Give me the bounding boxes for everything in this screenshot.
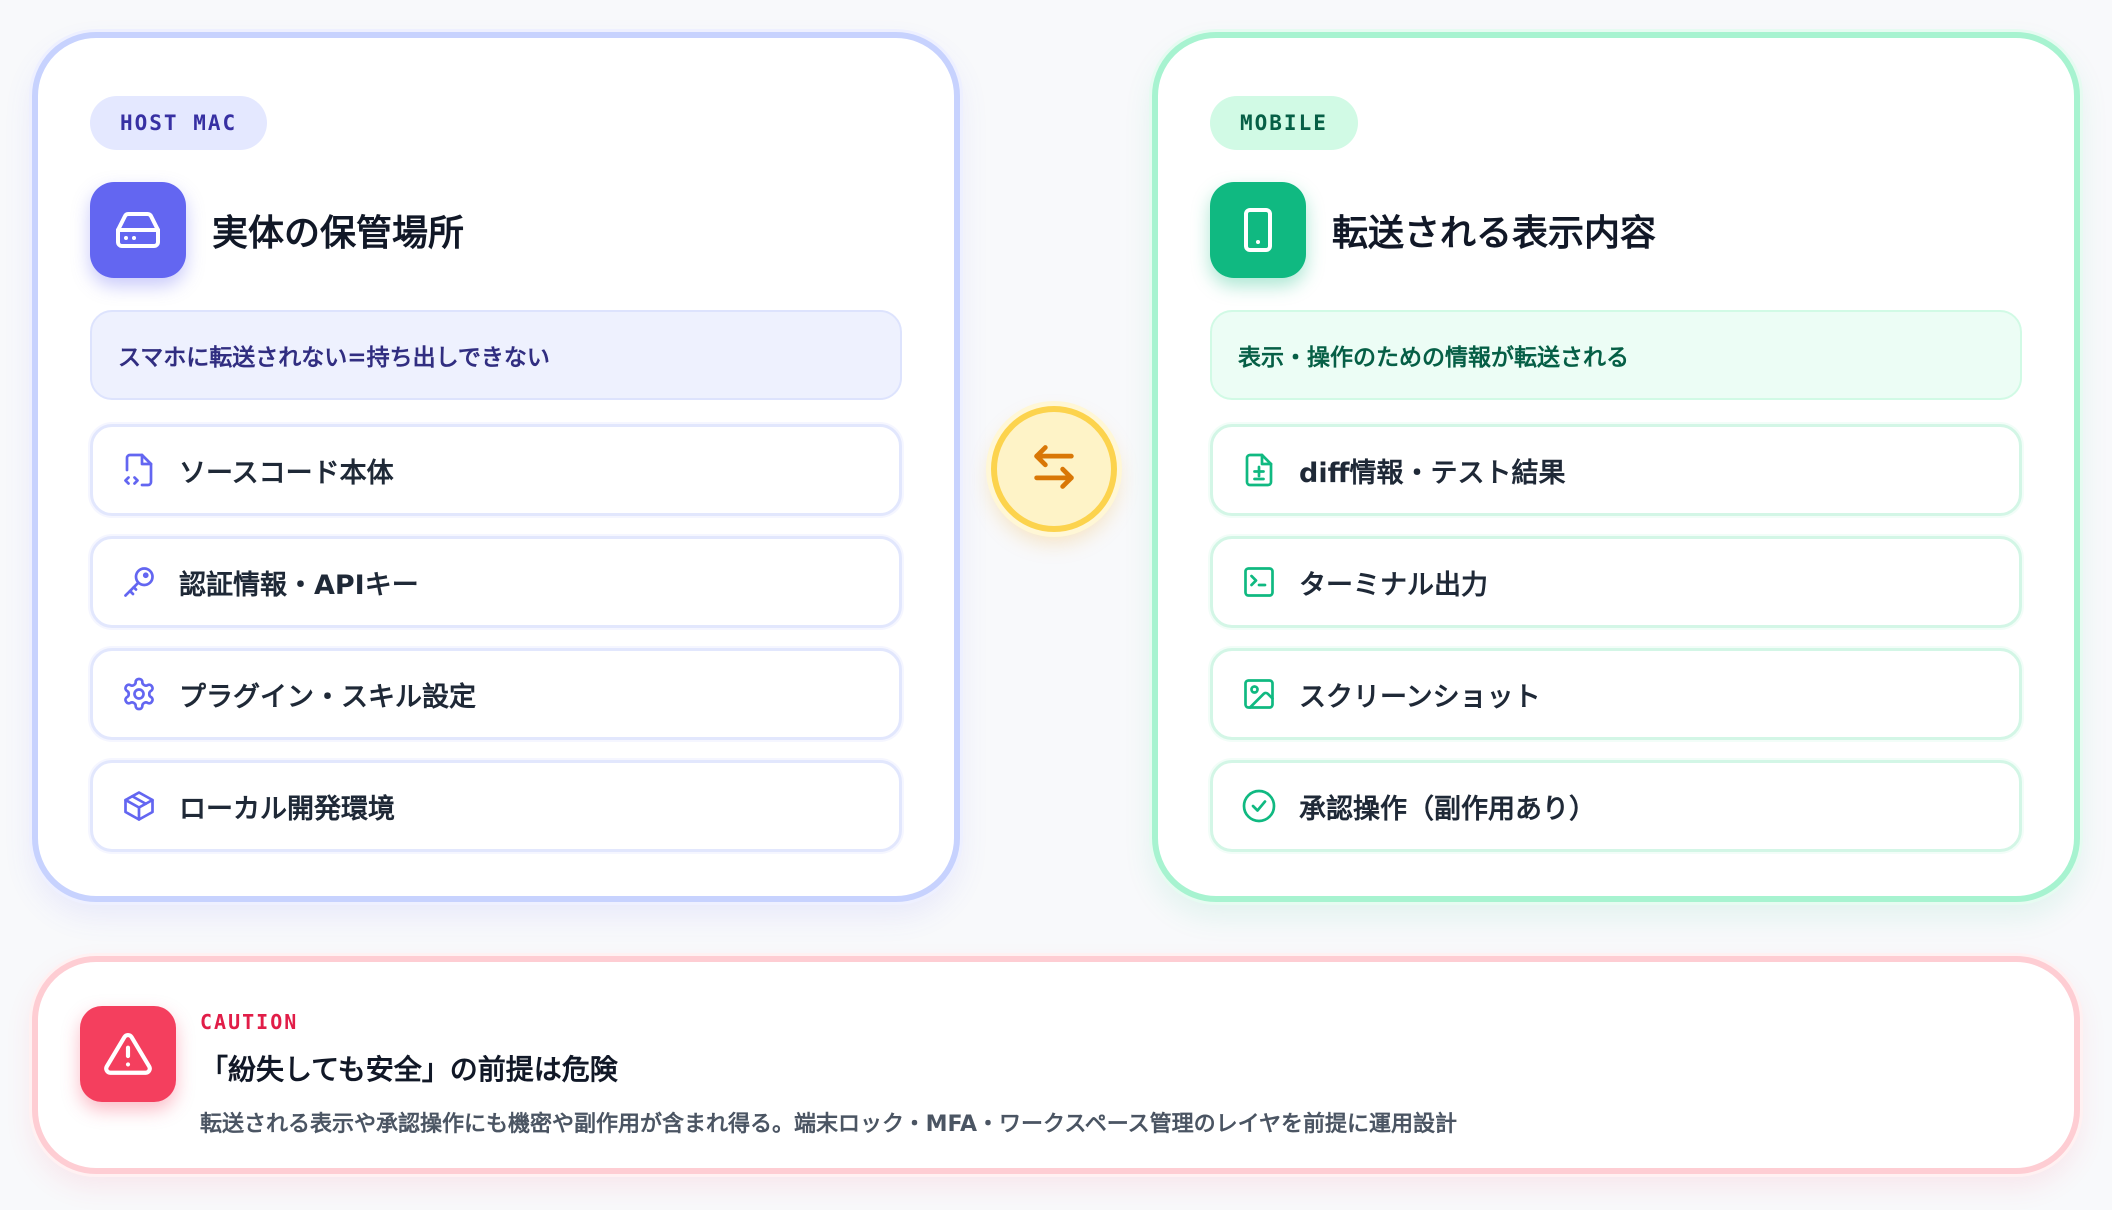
mobile-item-list: diff情報・テスト結果 ターミナル出力 [1210, 424, 2022, 852]
mobile-title: 転送される表示内容 [1332, 213, 1657, 254]
warning-triangle-icon [80, 1006, 176, 1102]
host-subtitle: スマホに転送されない=持ち出しできない [90, 310, 902, 400]
mobile-tag: MOBILE [1210, 96, 1358, 150]
host-tag: HOST MAC [90, 96, 268, 150]
host-card: HOST MAC 実体の保管場所 スマホに転送されない=持ち出しできない [32, 32, 960, 902]
mobile-item-label: ターミナル出力 [1299, 569, 1488, 601]
host-item-list: ソースコード本体 認証情報・APIキー [90, 424, 902, 852]
host-item-label: ローカル開発環境 [179, 793, 395, 825]
mobile-item-approval: 承認操作（副作用あり） [1210, 760, 2022, 852]
mobile-title-row: 転送される表示内容 [1210, 182, 2022, 278]
mobile-card: MOBILE 転送される表示内容 表示・操作のための情報が転送される [1152, 32, 2080, 902]
package-icon [119, 786, 159, 826]
arrows-swap-icon [1028, 441, 1080, 497]
host-item-plugins: プラグイン・スキル設定 [90, 648, 902, 740]
smartphone-icon [1210, 182, 1306, 278]
terminal-icon [1239, 562, 1279, 602]
host-title-row: 実体の保管場所 [90, 182, 902, 278]
mobile-item-diff: diff情報・テスト結果 [1210, 424, 2022, 516]
mobile-subtitle: 表示・操作のための情報が転送される [1210, 310, 2022, 400]
mobile-item-label: diff情報・テスト結果 [1299, 457, 1566, 489]
host-item-credentials: 認証情報・APIキー [90, 536, 902, 628]
host-item-source-code: ソースコード本体 [90, 424, 902, 516]
sync-swap-badge [991, 406, 1117, 532]
host-item-label: プラグイン・スキル設定 [179, 681, 476, 713]
mobile-item-label: 承認操作（副作用あり） [1299, 793, 1596, 825]
mobile-item-screenshot: スクリーンショット [1210, 648, 2022, 740]
gear-icon [119, 674, 159, 714]
caution-banner: CAUTION 「紛失しても安全」の前提は危険 転送される表示や承認操作にも機密… [32, 956, 2080, 1174]
host-item-label: 認証情報・APIキー [179, 569, 419, 601]
caution-tag: CAUTION [200, 1010, 299, 1034]
caution-body: CAUTION 「紛失しても安全」の前提は危険 転送される表示や承認操作にも機密… [200, 1006, 1457, 1168]
caution-title: 「紛失しても安全」の前提は危険 [200, 1053, 618, 1086]
host-item-local-env: ローカル開発環境 [90, 760, 902, 852]
hard-drive-icon [90, 182, 186, 278]
file-diff-icon [1239, 450, 1279, 490]
code-file-icon [119, 450, 159, 490]
host-item-label: ソースコード本体 [179, 457, 394, 489]
mobile-item-terminal: ターミナル出力 [1210, 536, 2022, 628]
key-icon [119, 562, 159, 602]
mobile-item-label: スクリーンショット [1299, 681, 1541, 713]
image-icon [1239, 674, 1279, 714]
host-title: 実体の保管場所 [212, 213, 465, 254]
caution-text: 転送される表示や承認操作にも機密や副作用が含まれ得る。端末ロック・MFA・ワーク… [200, 1112, 1458, 1137]
check-circle-icon [1239, 786, 1279, 826]
